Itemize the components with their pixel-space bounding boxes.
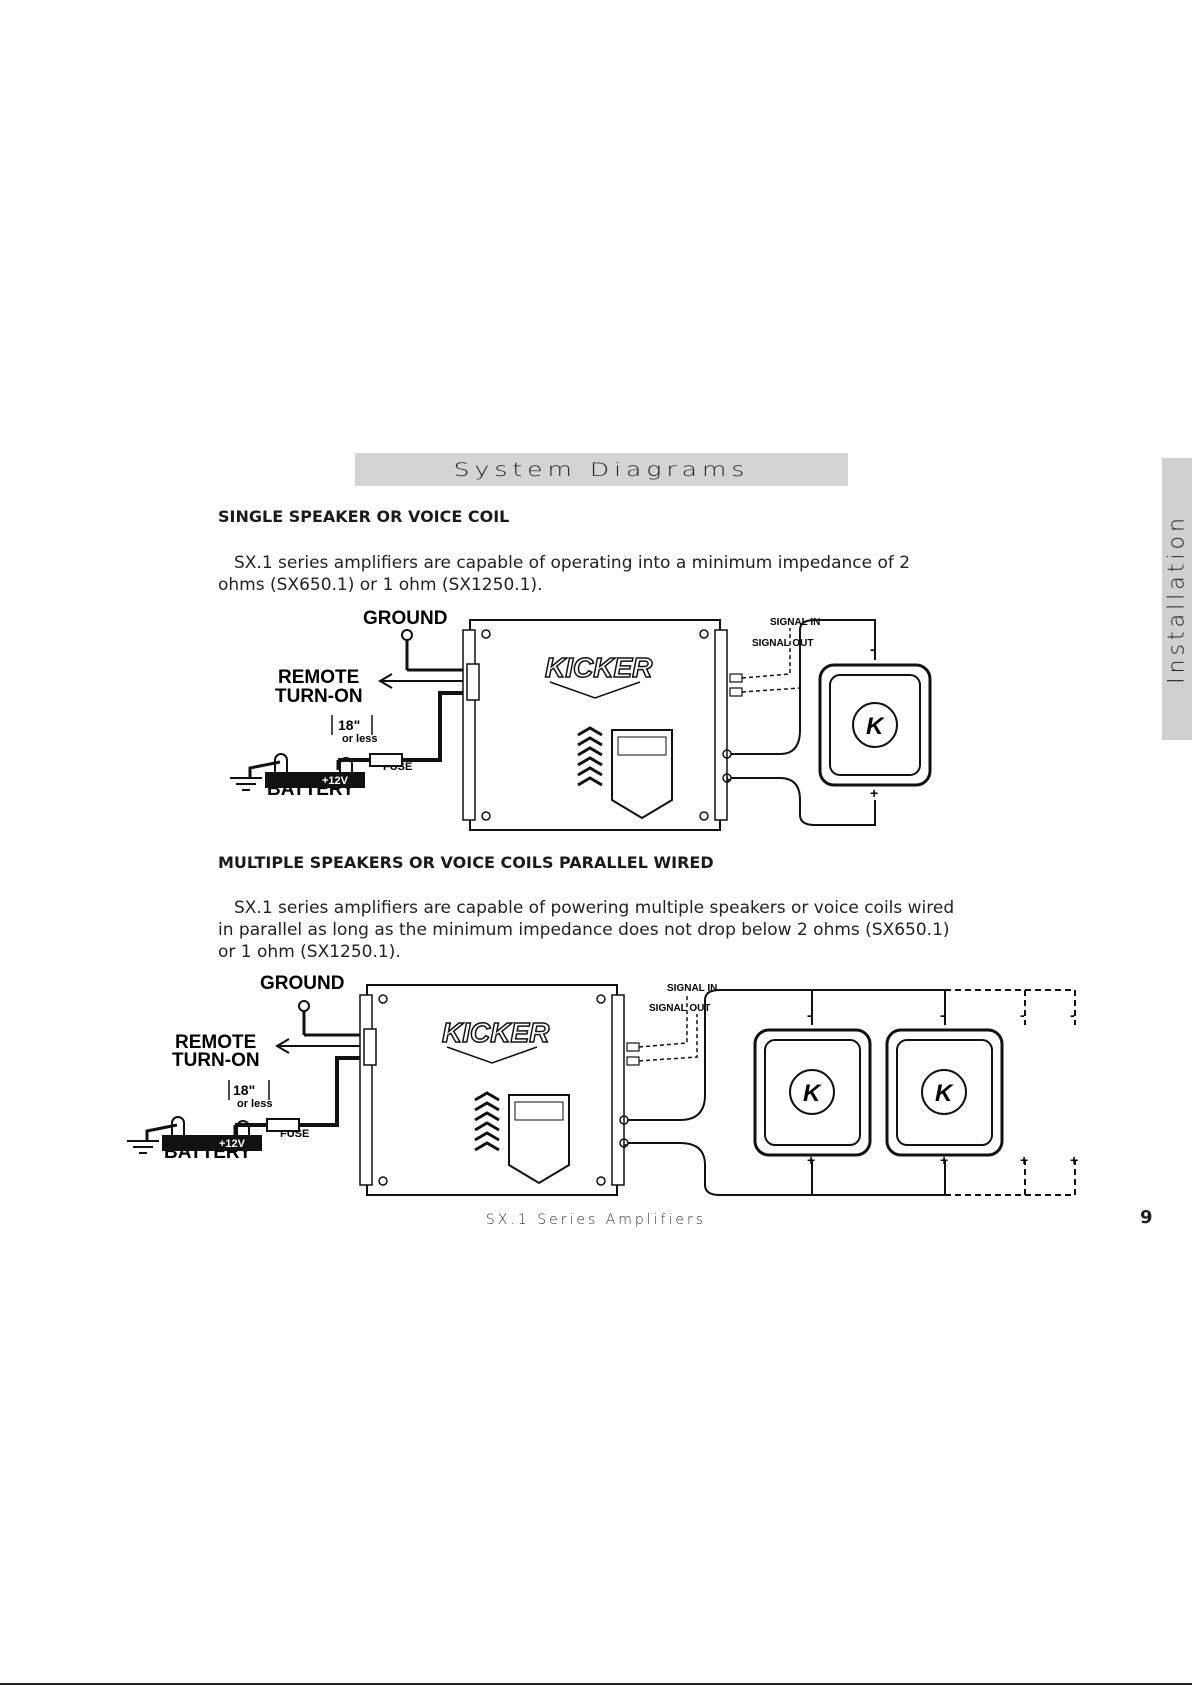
speaker4-plus-label: +: [1070, 1152, 1078, 1168]
battery-voltage-label: +12V: [322, 775, 349, 787]
turn-on-label: TURN-ON: [275, 686, 363, 707]
page-title: System Diagrams: [453, 458, 750, 481]
speaker2-plus-label: +: [940, 1152, 948, 1168]
speaker-logo: K: [866, 713, 885, 740]
diagram-single-speaker: GROUND REMOTE TURN-ON 18" or less FUSE B…: [230, 608, 932, 831]
battery-icon-2: [162, 1135, 262, 1151]
remote-label-2: REMOTE: [175, 1032, 256, 1053]
signal-in-label-2: SIGNAL IN: [667, 983, 717, 994]
speaker4-minus-label: -: [1070, 1007, 1075, 1023]
speaker-logo-2: K: [935, 1080, 954, 1107]
speaker2-minus-label: -: [940, 1007, 945, 1023]
speaker3-plus-label: +: [1020, 1152, 1028, 1168]
remote-arrow-icon: [378, 673, 393, 689]
signal-out-label-2: SIGNAL OUT: [649, 1003, 710, 1014]
fuse-icon: [369, 753, 403, 767]
or-less-label-2: or less: [237, 1098, 272, 1110]
remote-arrow-icon-2: [275, 1038, 290, 1054]
remote-label: REMOTE: [278, 667, 359, 688]
bottom-divider: [0, 1683, 1192, 1685]
speaker-plus-label: +: [870, 785, 878, 801]
section-title-bar: System Diagrams: [355, 453, 848, 486]
ground-label: GROUND: [363, 608, 447, 629]
battery-voltage-label-2: +12V: [219, 1138, 246, 1150]
speaker1-minus-label: -: [807, 1007, 812, 1023]
brand-logo-2: KICKER: [442, 1017, 550, 1048]
speaker3-minus-label: -: [1020, 1007, 1025, 1023]
ground-label-2: GROUND: [260, 973, 344, 994]
side-tab: Installation: [1162, 458, 1192, 740]
ground-terminal: [401, 629, 413, 641]
length-label: 18": [338, 717, 360, 733]
section-heading-multiple: MULTIPLE SPEAKERS OR VOICE COILS PARALLE…: [218, 853, 714, 872]
heatsink-icon: [577, 726, 603, 787]
speaker-logo-1: K: [803, 1080, 822, 1107]
amplifier-icon-2: [366, 984, 618, 1196]
or-less-label: or less: [342, 733, 377, 745]
signal-in-label: SIGNAL IN: [770, 617, 820, 628]
turn-on-label-2: TURN-ON: [172, 1050, 260, 1071]
fuse-icon-2: [266, 1118, 300, 1132]
power-wire: [400, 691, 470, 762]
heatsink-icon-2: [474, 1091, 500, 1152]
brand-logo: KICKER: [545, 652, 653, 683]
diagram-parallel-speakers: GROUND REMOTE TURN-ON 18" or less FUSE B…: [127, 973, 1078, 1196]
footer-series-name: SX.1 Series Amplifiers: [485, 1212, 707, 1228]
speaker1-plus-label: +: [807, 1152, 815, 1168]
side-tab-label: Installation: [1164, 514, 1190, 684]
signal-out-label: SIGNAL OUT: [752, 638, 813, 649]
page-number: 9: [1140, 1207, 1153, 1228]
section-heading-single: SINGLE SPEAKER OR VOICE COIL: [218, 507, 510, 526]
section-paragraph-single: SX.1 series amplifiers are capable of op…: [218, 553, 911, 595]
section-paragraph-multiple: SX.1 series amplifiers are capable of po…: [218, 898, 955, 962]
battery-icon: [265, 772, 365, 788]
length-label-2: 18": [233, 1082, 255, 1098]
speaker-minus-label: -: [870, 641, 875, 657]
